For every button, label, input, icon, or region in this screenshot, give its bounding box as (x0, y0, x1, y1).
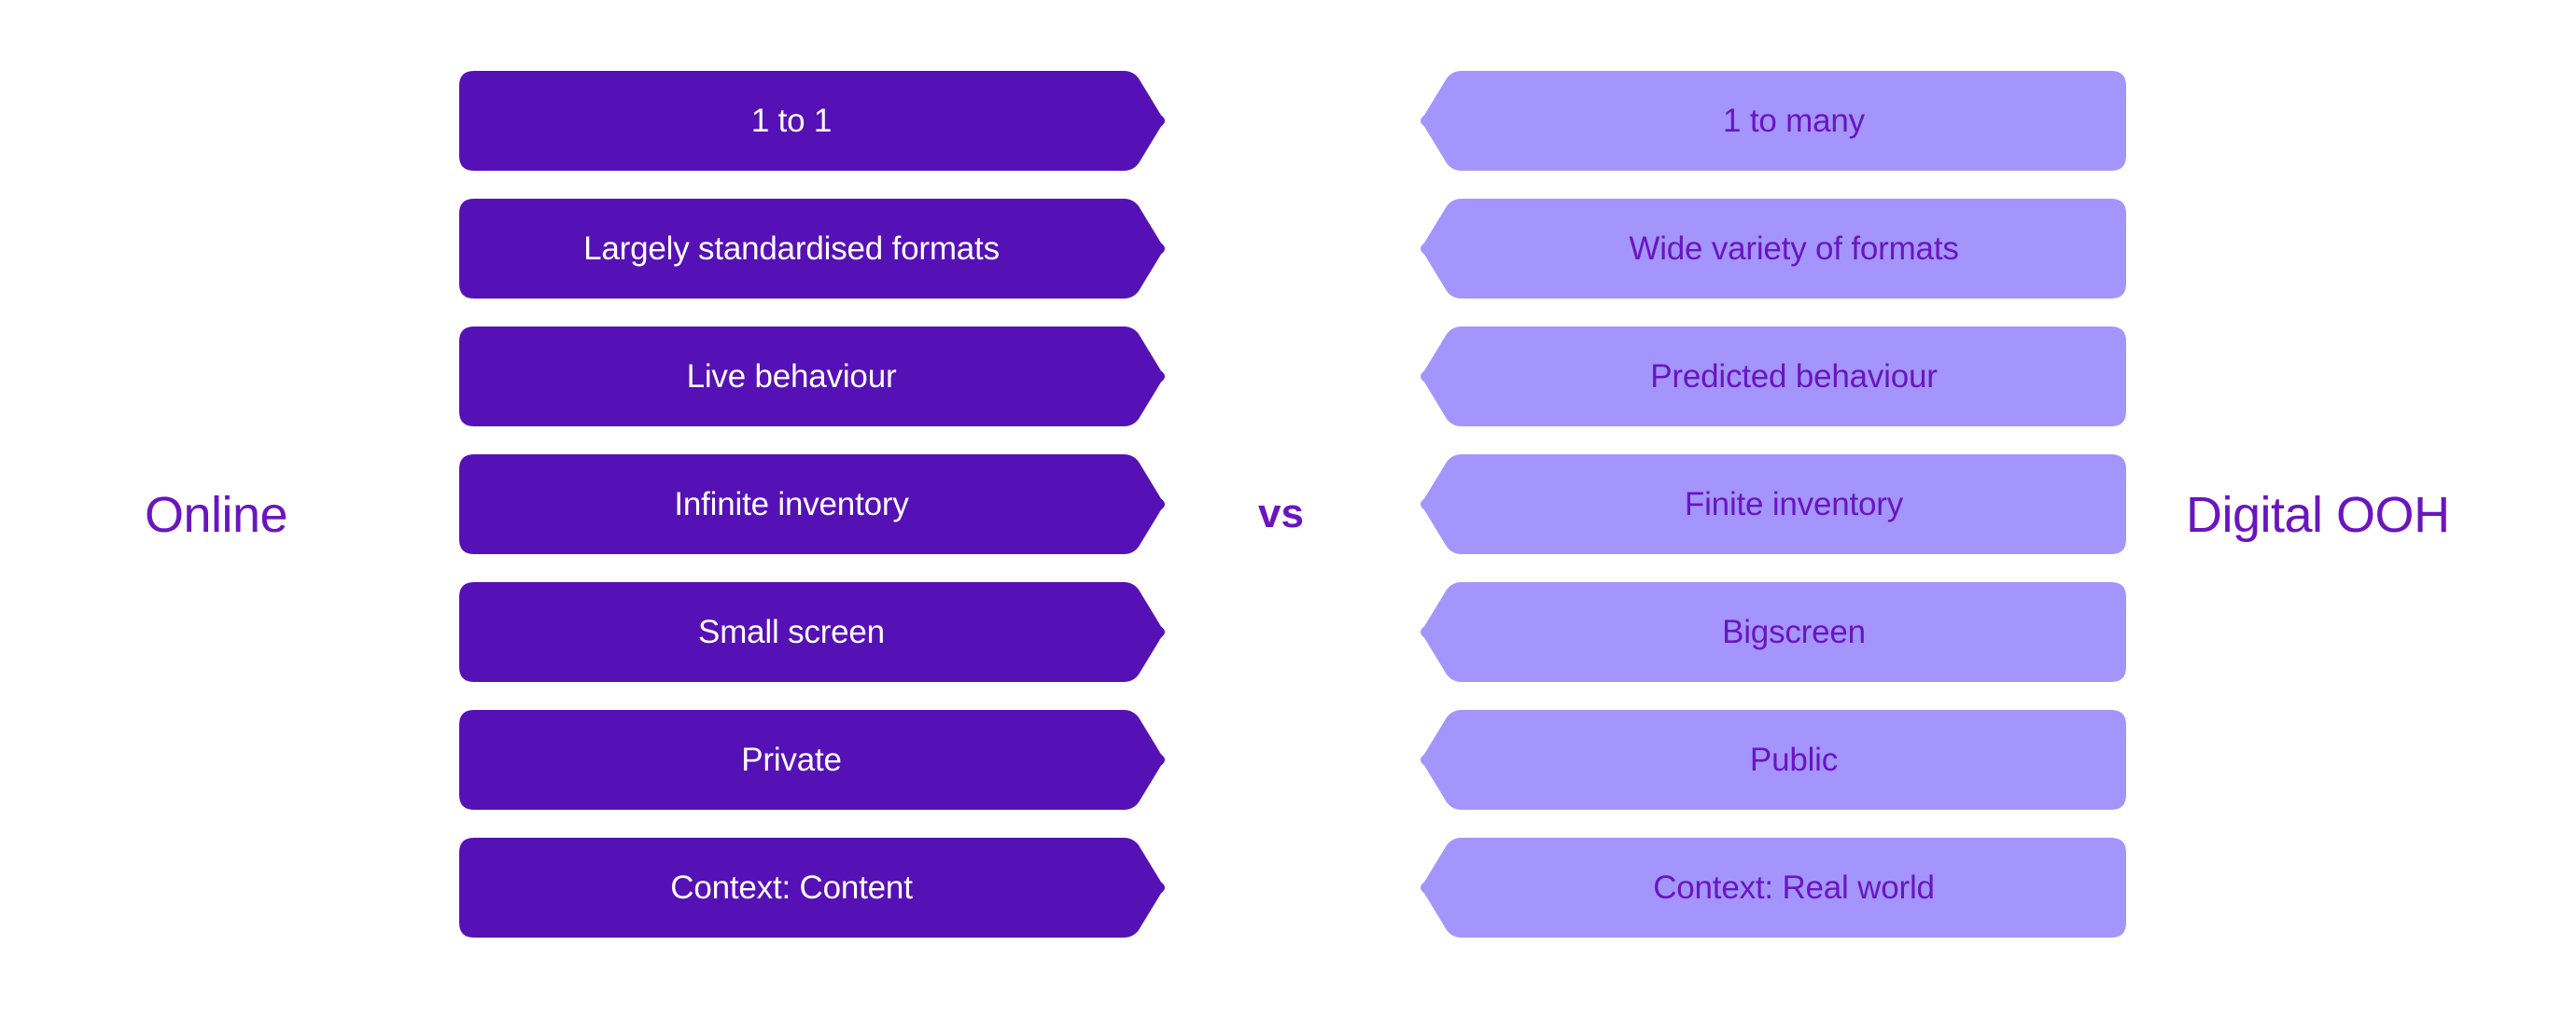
chevron-item[interactable]: Small screen (459, 582, 1169, 682)
chevron-item[interactable]: Largely standardised formats (459, 199, 1169, 299)
chevron-right-shape-icon (459, 71, 1165, 171)
chevron-item[interactable]: Wide variety of formats (1417, 199, 2126, 299)
chevron-item[interactable]: 1 to many (1417, 71, 2126, 171)
chevron-right-shape-icon (459, 710, 1165, 810)
left-column-heading: Online (145, 487, 288, 543)
chevron-right-shape-icon (459, 838, 1165, 938)
chevron-right-shape-icon (459, 199, 1165, 299)
chevron-item[interactable]: Context: Content (459, 838, 1169, 938)
chevron-left-shape-icon (1421, 582, 2126, 682)
chevron-item[interactable]: 1 to 1 (459, 71, 1169, 171)
chevron-left-shape-icon (1421, 327, 2126, 426)
chevron-item[interactable]: Context: Real world (1417, 838, 2126, 938)
right-column-heading: Digital OOH (2186, 487, 2450, 543)
chevron-right-shape-icon (459, 582, 1165, 682)
chevron-item[interactable]: Bigscreen (1417, 582, 2126, 682)
versus-separator-label: vs (1258, 491, 1304, 536)
chevron-left-shape-icon (1421, 454, 2126, 554)
chevron-item[interactable]: Public (1417, 710, 2126, 810)
chevron-item[interactable]: Infinite inventory (459, 454, 1169, 554)
chevron-left-shape-icon (1421, 710, 2126, 810)
chevron-item[interactable]: Private (459, 710, 1169, 810)
chevron-right-shape-icon (459, 454, 1165, 554)
chevron-item[interactable]: Live behaviour (459, 327, 1169, 426)
chevron-left-shape-icon (1421, 838, 2126, 938)
chevron-left-shape-icon (1421, 199, 2126, 299)
chevron-item[interactable]: Predicted behaviour (1417, 327, 2126, 426)
chevron-right-shape-icon (459, 327, 1165, 426)
chevron-left-shape-icon (1421, 71, 2126, 171)
chevron-item[interactable]: Finite inventory (1417, 454, 2126, 554)
